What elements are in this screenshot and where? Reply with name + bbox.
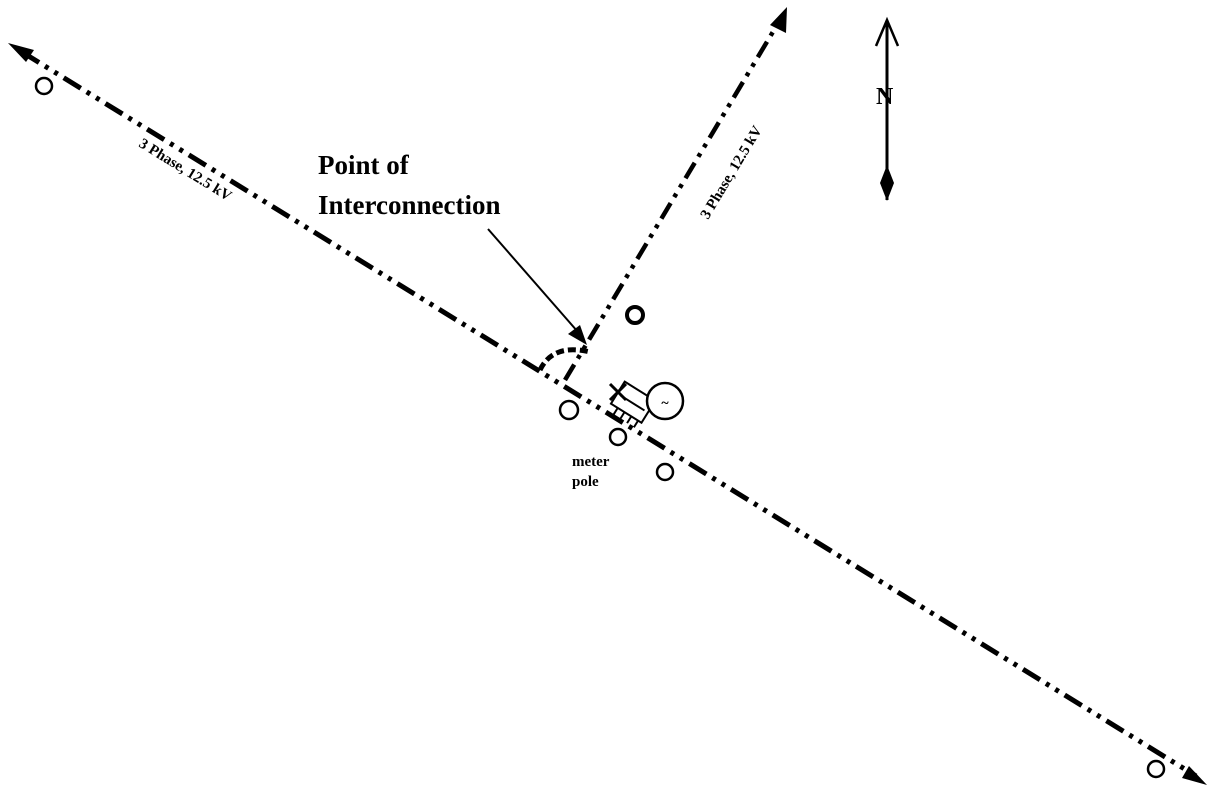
arrowhead-ne <box>770 7 787 33</box>
meter-pole <box>608 427 628 447</box>
north-arrow-icon: N <box>874 16 900 201</box>
utility-pole-se1 <box>655 462 675 482</box>
branch-distribution-line <box>563 7 787 382</box>
poi-angle-arc <box>537 347 591 372</box>
north-label: N <box>876 84 894 110</box>
meter-pole-label-line2: pole <box>572 474 599 490</box>
breaker-x-icon <box>608 382 628 402</box>
generator-symbol: ~ <box>661 396 669 411</box>
utility-pole-branch <box>625 305 645 325</box>
utility-pole-poi <box>558 399 580 421</box>
arrowhead-se <box>1182 766 1207 785</box>
line-label-west: 3 Phase, 12.5 kV <box>136 136 234 205</box>
line-label-north: 3 Phase, 12.5 kV <box>698 123 766 222</box>
utility-pole-nw <box>34 76 54 96</box>
poi-pointer-arrow <box>487 228 587 345</box>
main-distribution-line <box>8 43 1207 785</box>
poi-label-line2: Interconnection <box>318 190 501 220</box>
generator-icon: ~ <box>645 381 685 421</box>
arrowhead-nw <box>8 43 34 62</box>
meter-pole-label-line1: meter <box>572 454 610 470</box>
utility-pole-se2 <box>1146 759 1166 779</box>
poi-label-line1: Point of <box>318 150 410 180</box>
